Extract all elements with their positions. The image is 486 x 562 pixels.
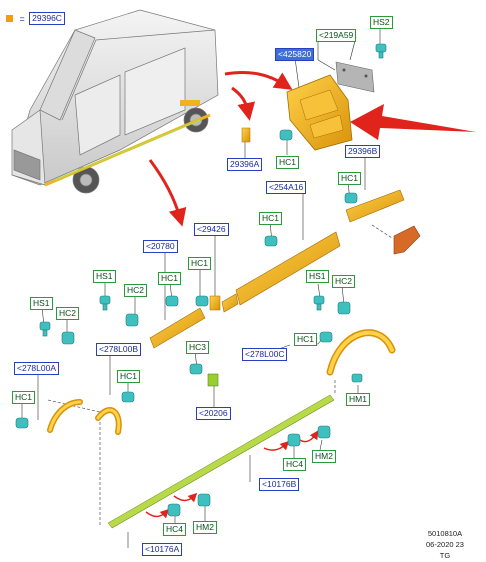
label-hs1-c: HS1: [306, 270, 329, 283]
label-hs1-b: HS1: [30, 297, 53, 310]
label-hc3: HC3: [186, 341, 210, 354]
label-hs2-top: HS2: [370, 16, 393, 29]
big-pointer-arrow: [350, 104, 476, 140]
label-hc1-g: HC1: [117, 370, 141, 383]
label-29426: <29426: [194, 223, 229, 236]
label-hc4-a: HC4: [283, 458, 307, 471]
label-hm2-a: HM2: [312, 450, 336, 463]
part-29426-piece: [209, 295, 221, 311]
label-hm1: HM1: [346, 393, 370, 406]
footer-tag: TG: [439, 551, 451, 560]
van-illustration: [11, 9, 219, 194]
legend-prefix: =: [19, 13, 25, 24]
label-20780: <20780: [143, 240, 178, 253]
red-arrows: [148, 71, 293, 227]
label-hc1-b: HC1: [338, 172, 362, 185]
part-29396a: [241, 127, 251, 143]
label-hc4-b: HC4: [163, 523, 187, 536]
trim-strips: [149, 189, 405, 349]
label-278l00c: <278L00C: [242, 348, 288, 361]
label-hc1-h: HC1: [12, 391, 36, 404]
end-cap-part: [393, 225, 421, 255]
legend-marker: [6, 15, 13, 23]
label-219a59: <219A59: [316, 29, 357, 42]
legend: = 29396C: [6, 10, 65, 26]
label-hc1-a: HC1: [276, 156, 300, 169]
small-red-arrows: [145, 430, 319, 519]
label-278l00b: <278L00B: [96, 343, 141, 356]
footer-ref-code: 5010810A: [427, 529, 463, 538]
bracket-plate: [335, 61, 375, 93]
label-29396a: 29396A: [227, 158, 263, 171]
wheel-arches: [47, 329, 396, 435]
label-hs1-a: HS1: [93, 270, 116, 283]
green-rail: [107, 394, 335, 529]
clip-icons: [15, 43, 387, 517]
label-425820: <425820: [275, 48, 315, 61]
label-hc1-c: HC1: [259, 212, 283, 225]
label-29396b: 29396B: [345, 145, 381, 158]
footer-date: 06-2020 23: [426, 540, 464, 549]
label-hc2-c: HC2: [332, 275, 356, 288]
label-20206: <20206: [196, 407, 231, 420]
assembly-dash-lines: [47, 224, 393, 525]
label-278l00a: <278L00A: [14, 362, 59, 375]
label-hm2-b: HM2: [193, 521, 217, 534]
label-254a16: <254A16: [266, 181, 307, 194]
label-hc1-d: HC1: [158, 272, 182, 285]
label-10176b: <10176B: [259, 478, 300, 491]
label-hc2-a: HC2: [124, 284, 148, 297]
label-hc2-b: HC2: [56, 307, 80, 320]
clip-20206: [207, 373, 219, 387]
label-hc1-f: HC1: [294, 333, 318, 346]
label-hc1-e: HC1: [188, 257, 212, 270]
legend-code: 29396C: [29, 12, 65, 26]
rear-panel-part: [286, 74, 353, 151]
label-10176a: <10176A: [142, 543, 183, 556]
